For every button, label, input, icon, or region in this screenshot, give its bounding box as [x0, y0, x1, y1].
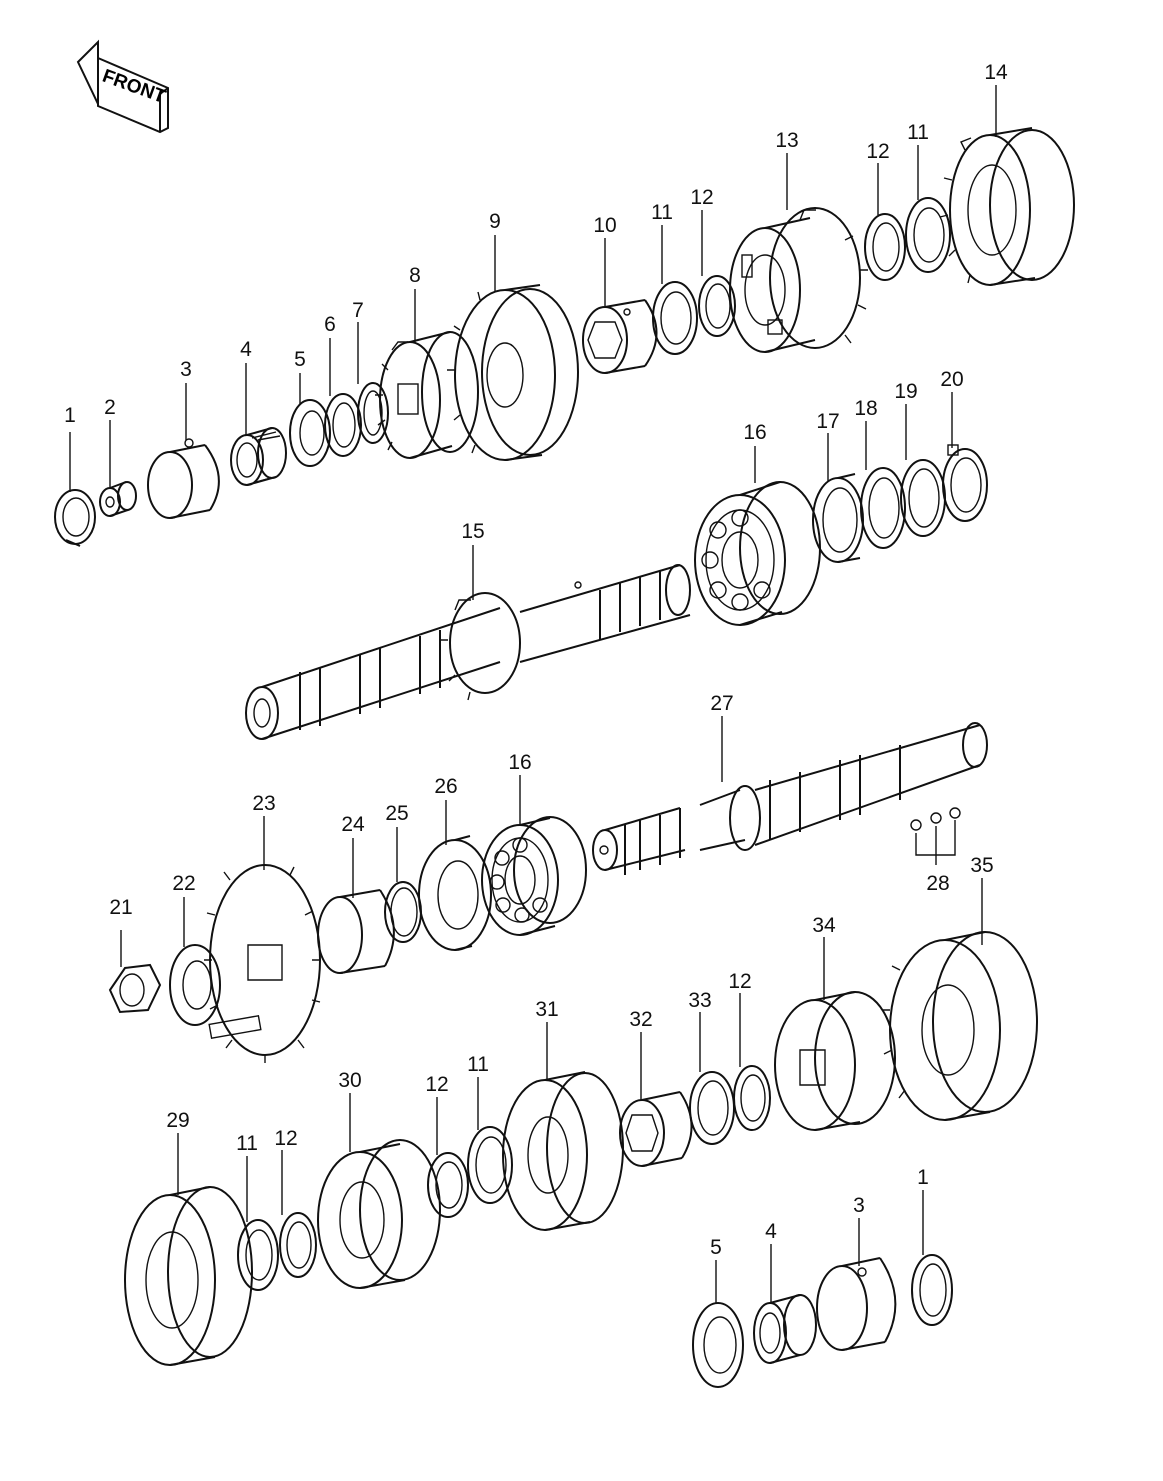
callout-15: 15 — [461, 520, 485, 543]
part-11-toothed-washer-b — [905, 197, 951, 273]
callout-32: 32 — [629, 1008, 653, 1031]
part-14-gear — [939, 127, 1075, 286]
callout-12: 12 — [690, 186, 714, 209]
part-11-toothed-washer-c — [467, 1126, 513, 1204]
part-11-toothed-washer — [652, 281, 698, 355]
callout-5: 5 — [294, 348, 306, 371]
callout-3: 3 — [853, 1194, 865, 1217]
callout-26: 26 — [434, 775, 458, 798]
part-32-sleeve — [619, 1091, 693, 1167]
part-12-circlip-b — [864, 213, 906, 281]
part-26-oil-seal — [418, 835, 492, 951]
part-2-collar — [99, 481, 137, 517]
callout-28: 28 — [926, 872, 950, 895]
callout-12: 12 — [866, 140, 890, 163]
part-20-circlip — [942, 444, 988, 522]
callout-7: 7 — [352, 299, 364, 322]
part-9-gear — [447, 284, 579, 461]
callout-21: 21 — [109, 896, 133, 919]
callout-2: 2 — [104, 396, 116, 419]
part-6-washer — [324, 393, 362, 457]
part-7-washer — [357, 382, 389, 444]
part-19-ring — [900, 459, 946, 537]
leader-lines — [69, 85, 997, 1303]
part-27-output-shaft — [592, 722, 988, 875]
part-30-gear — [317, 1139, 441, 1289]
callout-30: 30 — [338, 1069, 362, 1092]
callout-6: 6 — [324, 313, 336, 336]
callout-4: 4 — [240, 338, 252, 361]
part-12-circlip-e — [279, 1212, 317, 1278]
callout-29: 29 — [166, 1109, 190, 1132]
part-33-washer — [689, 1071, 735, 1145]
callout-17: 17 — [816, 410, 840, 433]
callout-25: 25 — [385, 802, 409, 825]
front-arrow-icon: FRONT — [76, 39, 169, 134]
part-22-lock-washer — [169, 944, 262, 1040]
callout-24: 24 — [341, 813, 365, 836]
part-13-gear — [729, 207, 868, 353]
part-21-nut — [108, 963, 162, 1014]
part-17-collar — [812, 473, 864, 563]
callout-31: 31 — [535, 998, 559, 1021]
part-12-circlip-c — [733, 1065, 771, 1131]
part-28-balls — [910, 807, 961, 865]
callout-18: 18 — [854, 397, 878, 420]
front-label: FRONT — [100, 66, 169, 108]
callout-11: 11 — [467, 1053, 489, 1076]
part-18-ring — [860, 467, 906, 549]
callout-19: 19 — [894, 380, 918, 403]
part-24-collar — [317, 889, 395, 974]
part-29-gear — [124, 1186, 253, 1366]
callout-12: 12 — [728, 970, 752, 993]
callout-35: 35 — [970, 854, 994, 877]
callout-5: 5 — [710, 1236, 722, 1259]
callout-16: 16 — [508, 751, 532, 774]
part-12-circlip-d — [427, 1152, 469, 1218]
part-4-needle-bearing-b — [753, 1294, 817, 1364]
callout-3: 3 — [180, 358, 192, 381]
callout-1: 1 — [917, 1166, 929, 1189]
callout-8: 8 — [409, 264, 421, 287]
part-35-gear — [882, 931, 1038, 1121]
part-5-washer — [289, 399, 331, 467]
callout-20: 20 — [940, 368, 964, 391]
callout-4: 4 — [765, 1220, 777, 1243]
part-15-input-shaft — [245, 564, 691, 740]
callout-12: 12 — [274, 1127, 298, 1150]
callout-34: 34 — [812, 914, 836, 937]
callout-10: 10 — [593, 214, 617, 237]
part-5-washer-b — [692, 1302, 744, 1388]
part-1-circlip — [54, 489, 96, 547]
part-16-ball-bearing-b — [481, 816, 587, 936]
part-3-bushing-b — [816, 1257, 897, 1351]
callout-27: 27 — [710, 692, 734, 715]
callout-13: 13 — [775, 129, 799, 152]
callout-14: 14 — [984, 61, 1008, 84]
part-11-toothed-washer-d — [237, 1219, 279, 1291]
callout-23: 23 — [252, 792, 276, 815]
part-31-gear — [502, 1071, 624, 1231]
callout-12: 12 — [425, 1073, 449, 1096]
callout-16: 16 — [743, 421, 767, 444]
part-8-gear — [375, 331, 479, 459]
part-23-sprocket — [204, 864, 321, 1063]
callout-33: 33 — [688, 989, 712, 1012]
callout-11: 11 — [651, 201, 673, 224]
part-3-bushing — [147, 438, 220, 519]
callout-1: 1 — [64, 404, 76, 427]
part-16-ball-bearing — [694, 481, 821, 626]
part-4-needle-bearing — [230, 427, 287, 486]
callout-9: 9 — [489, 210, 501, 233]
part-10-sleeve — [582, 299, 658, 374]
part-1-circlip-b — [911, 1254, 953, 1326]
callout-11: 11 — [236, 1132, 258, 1155]
callout-11: 11 — [907, 121, 929, 144]
callout-22: 22 — [172, 872, 196, 895]
part-12-circlip — [698, 275, 736, 337]
part-34-gear — [774, 991, 896, 1131]
